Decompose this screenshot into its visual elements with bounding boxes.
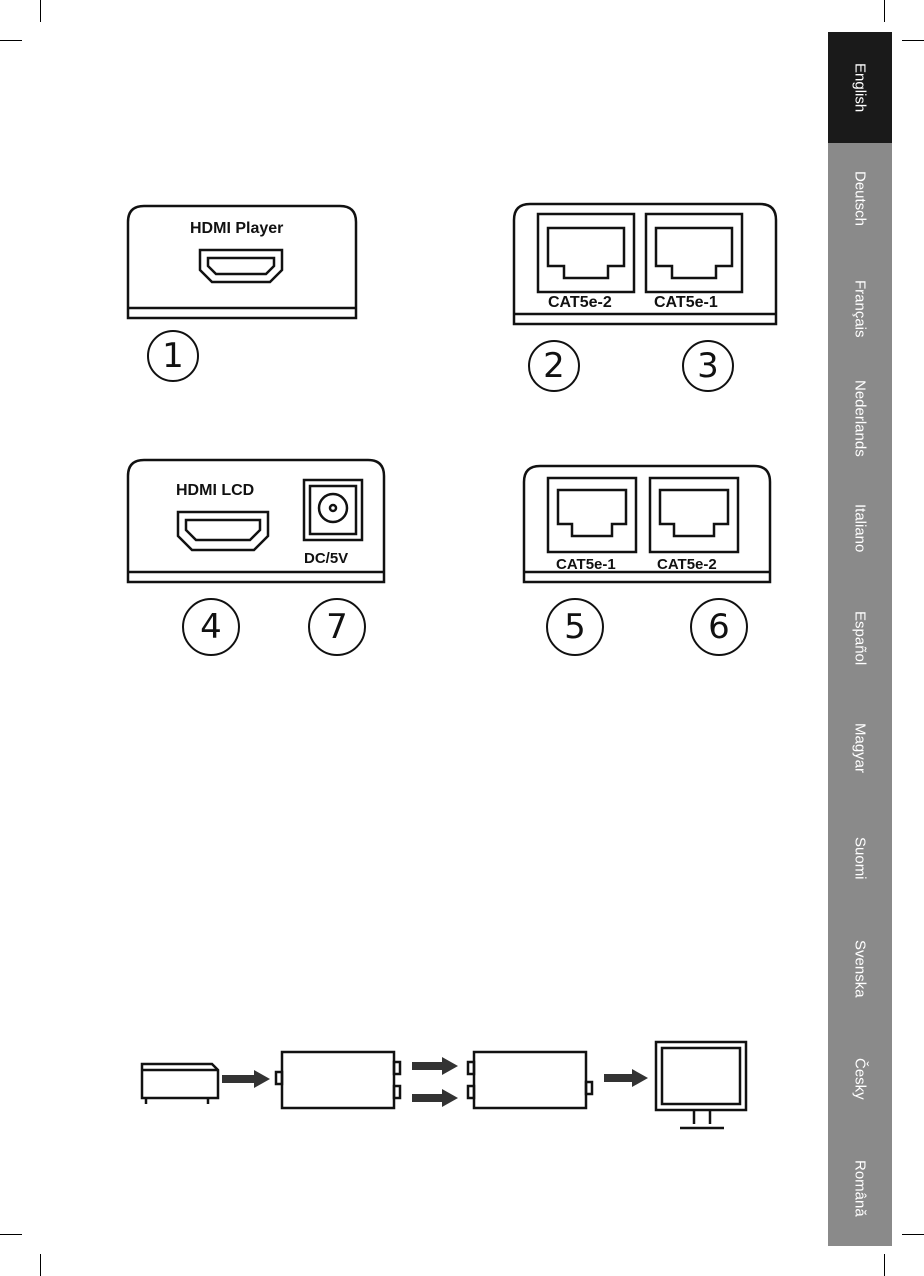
tab-label: Nederlands: [852, 380, 869, 457]
tab-label: Svenska: [852, 940, 869, 998]
tab-label: English: [852, 63, 869, 112]
cat5e-port-label: CAT5e-2: [548, 294, 612, 312]
callout-number: 7: [308, 598, 366, 656]
crop-mark: [902, 40, 924, 41]
tab-label: Suomi: [852, 837, 869, 880]
callout-number: 6: [690, 598, 748, 656]
receiver-unit-icon: [468, 1052, 592, 1108]
source-device-icon: [142, 1064, 218, 1104]
cat5e-port-label: CAT5e-1: [654, 294, 718, 312]
tab-romana[interactable]: Română: [828, 1133, 892, 1244]
hdmi-lcd-label: HDMI LCD: [176, 482, 254, 500]
connection-diagram: [142, 1042, 746, 1128]
tab-svenska[interactable]: Svenska: [828, 913, 892, 1024]
callout-number: 5: [546, 598, 604, 656]
tab-english[interactable]: English: [828, 32, 892, 143]
tab-label: Italiano: [852, 504, 869, 552]
tab-suomi[interactable]: Suomi: [828, 803, 892, 914]
transmitter-unit-icon: [276, 1052, 400, 1108]
callout-number: 1: [147, 330, 199, 382]
monitor-icon: [656, 1042, 746, 1128]
crop-mark: [902, 1234, 924, 1235]
tab-cesky[interactable]: Česky: [828, 1023, 892, 1134]
callout-number: 2: [528, 340, 580, 392]
tab-italiano[interactable]: Italiano: [828, 473, 892, 584]
language-sidebar: English Deutsch Français Nederlands Ital…: [828, 32, 892, 1246]
tab-deutsch[interactable]: Deutsch: [828, 143, 892, 254]
crop-mark: [884, 0, 885, 22]
cat5e-port-label: CAT5e-1: [556, 556, 616, 573]
tab-label: Español: [852, 611, 869, 665]
tab-label: Română: [852, 1160, 869, 1217]
tab-nederlands[interactable]: Nederlands: [828, 363, 892, 474]
hdmi-player-label: HDMI Player: [190, 220, 283, 238]
tab-label: Deutsch: [852, 171, 869, 226]
tab-label: Français: [852, 280, 869, 338]
tab-label: Magyar: [852, 723, 869, 773]
tab-magyar[interactable]: Magyar: [828, 693, 892, 804]
callout-number: 4: [182, 598, 240, 656]
crop-mark: [884, 1254, 885, 1276]
tab-espanol[interactable]: Español: [828, 583, 892, 694]
tab-francais[interactable]: Français: [828, 253, 892, 364]
tab-label: Česky: [852, 1058, 869, 1100]
callout-number: 3: [682, 340, 734, 392]
cat5e-port-label: CAT5e-2: [657, 556, 717, 573]
dc-5v-label: DC/5V: [304, 550, 348, 567]
